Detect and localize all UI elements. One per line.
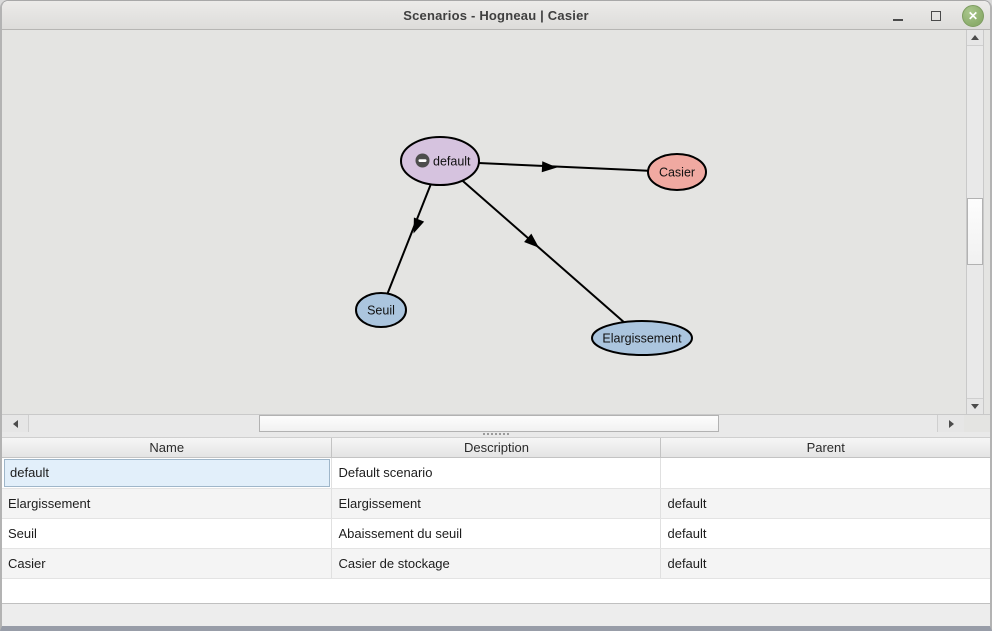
cell-parent[interactable]: default bbox=[660, 488, 990, 519]
cell-parent[interactable]: default bbox=[660, 548, 990, 579]
edge-default-seuil bbox=[386, 183, 432, 294]
graph-node-default[interactable]: default bbox=[400, 136, 480, 186]
cell-description[interactable]: Abaissement du seuil bbox=[331, 518, 662, 549]
close-icon: ✕ bbox=[967, 8, 979, 23]
cell-name[interactable]: Elargissement bbox=[2, 488, 333, 519]
pane-splitter[interactable] bbox=[2, 432, 990, 438]
column-header-parent[interactable]: Parent bbox=[660, 438, 990, 458]
scroll-down-button[interactable] bbox=[967, 399, 983, 414]
table-row: Seuil Abaissement du seuil default bbox=[2, 518, 990, 549]
graph-node-seuil[interactable]: Seuil bbox=[355, 292, 407, 328]
cell-description[interactable]: Elargissement bbox=[331, 488, 662, 519]
graph-node-elargissement[interactable]: Elargissement bbox=[591, 320, 693, 356]
cell-description[interactable]: Default scenario bbox=[331, 457, 662, 489]
maximize-icon bbox=[931, 10, 941, 21]
minimize-icon bbox=[893, 18, 903, 21]
node-label-elargissement: Elargissement bbox=[602, 332, 682, 346]
column-header-description[interactable]: Description bbox=[331, 438, 662, 458]
horizontal-scrollbar-trough[interactable] bbox=[28, 415, 938, 432]
cell-parent[interactable] bbox=[660, 457, 990, 489]
horizontal-scrollbar-thumb[interactable] bbox=[259, 415, 719, 432]
vertical-scrollbar-thumb[interactable] bbox=[967, 198, 983, 265]
edge-default-casier bbox=[478, 161, 649, 173]
close-button[interactable]: ✕ bbox=[962, 4, 984, 27]
table-row: default Default scenario bbox=[2, 457, 990, 489]
maximize-button[interactable] bbox=[924, 4, 948, 28]
cell-description[interactable]: Casier de stockage bbox=[331, 548, 662, 579]
table-row: Elargissement Elargissement default bbox=[2, 488, 990, 519]
window-title: Scenarios - Hogneau | Casier bbox=[403, 7, 589, 23]
scroll-up-button[interactable] bbox=[967, 30, 983, 45]
arrowhead bbox=[541, 161, 557, 173]
minus-circle-icon bbox=[415, 153, 430, 168]
minimize-button[interactable] bbox=[886, 4, 910, 28]
table-row: Casier Casier de stockage default bbox=[2, 548, 990, 579]
horizontal-scrollbar[interactable] bbox=[2, 414, 990, 432]
arrow-left-icon bbox=[12, 419, 18, 428]
graph-node-casier[interactable]: Casier bbox=[647, 153, 707, 191]
cell-name-selected[interactable]: default bbox=[2, 457, 333, 489]
cell-name[interactable]: Seuil bbox=[2, 518, 333, 549]
scenario-graph-canvas[interactable]: default Casier Seuil Elargissement bbox=[2, 30, 964, 414]
table-empty-area bbox=[2, 578, 990, 604]
window-controls: ✕ bbox=[886, 1, 984, 30]
column-header-name[interactable]: Name bbox=[2, 438, 333, 458]
status-strip bbox=[2, 604, 990, 626]
node-label-seuil: Seuil bbox=[367, 304, 395, 318]
edge-default-elargissement bbox=[461, 179, 625, 323]
selected-cell-highlight: default bbox=[4, 458, 331, 487]
scenario-graph-pane: default Casier Seuil Elargissement bbox=[2, 30, 990, 414]
cell-name[interactable]: Casier bbox=[2, 548, 333, 579]
arrowhead bbox=[413, 217, 425, 234]
titlebar[interactable]: Scenarios - Hogneau | Casier ✕ bbox=[2, 1, 990, 30]
cell-parent[interactable]: default bbox=[660, 518, 990, 549]
scrollbar-corner bbox=[964, 415, 990, 432]
vertical-scrollbar[interactable] bbox=[966, 30, 984, 414]
vertical-scrollbar-trough[interactable] bbox=[967, 45, 983, 399]
scenarios-table: Name Description Parent default Default … bbox=[2, 438, 990, 579]
node-label-default: default bbox=[433, 155, 471, 169]
arrow-down-icon bbox=[971, 404, 979, 409]
table-header-row: Name Description Parent bbox=[2, 438, 990, 458]
arrowhead bbox=[524, 233, 539, 248]
arrow-up-icon bbox=[971, 35, 979, 40]
scroll-right-button[interactable] bbox=[938, 415, 964, 432]
scroll-left-button[interactable] bbox=[2, 415, 28, 432]
splitter-handle-icon bbox=[483, 433, 509, 435]
node-label-casier: Casier bbox=[659, 166, 695, 180]
arrow-right-icon bbox=[948, 419, 954, 428]
